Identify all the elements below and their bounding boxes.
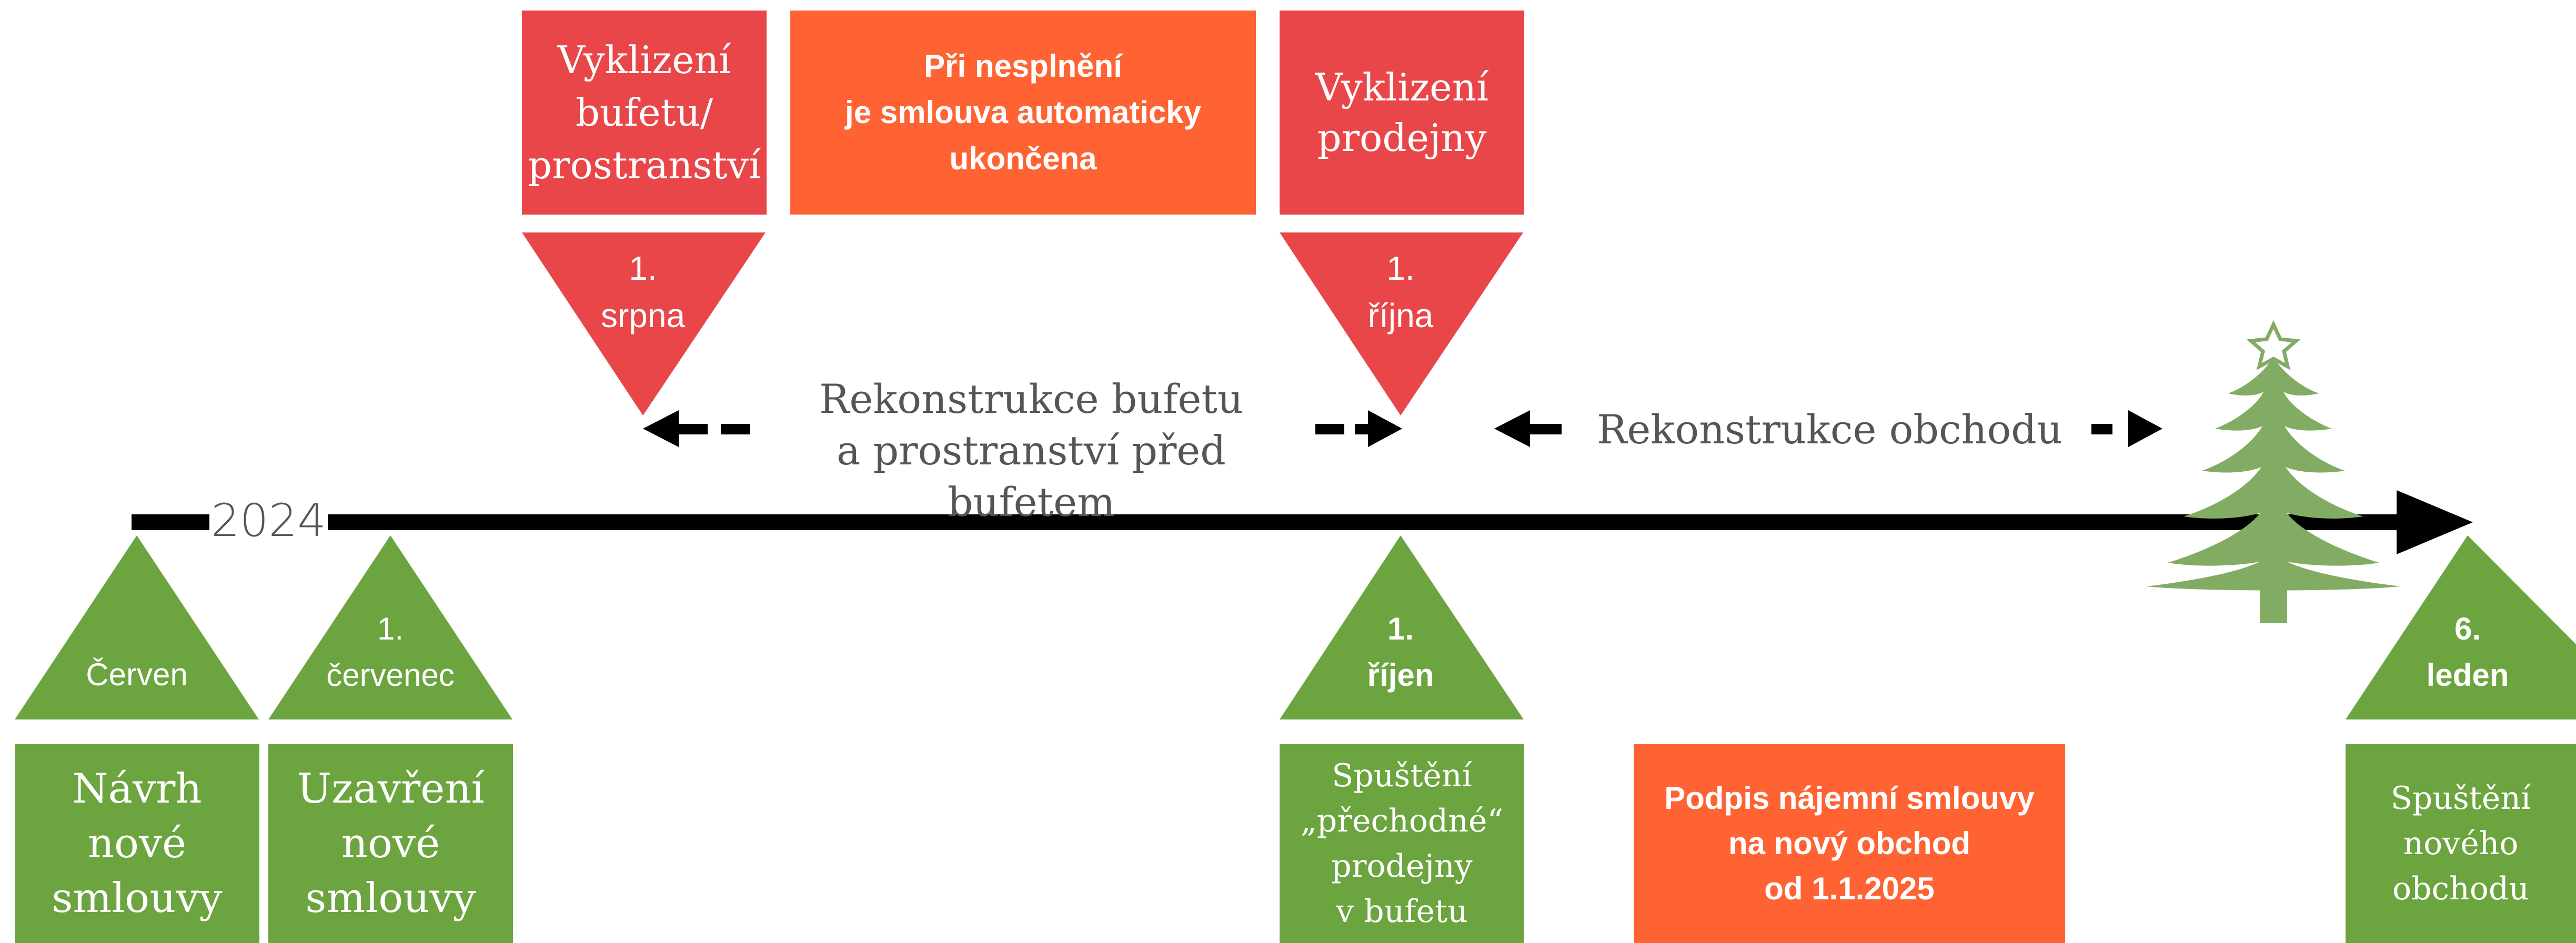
date-label-cervenec: 1. červenec [326,611,455,693]
date-marker-leden [2346,535,2576,719]
date-label-rijna: 1. října [1367,249,1434,334]
shop-period-dash-right [2091,424,2112,434]
date-label-srpna: 1. srpna [600,249,686,334]
bufet-period-dash-right-2 [1355,424,1371,434]
temporary-shop-box: Spuštění „přechodné“ prodejny v bufetu [1280,744,1524,943]
date-label-rijen: 1. říjen [1367,611,1434,693]
shop-period-dash-left [1530,424,1562,434]
date-marker-cerven [15,535,259,719]
contract-proposal-box: Návrh nové smlouvy [15,744,259,943]
year-label: 2024 [209,494,328,547]
bufet-period-arrow-left [643,410,679,447]
bufet-reconstruction-label: Rekonstrukce bufetu a prostranství před … [819,376,1243,525]
bufet-period-arrow-right [1368,410,1402,447]
shop-reconstruction-label: Rekonstrukce obchodu [1597,406,2062,453]
new-shop-launch-box: Spuštění nového obchodu [2346,744,2576,943]
bufet-clearing-box: Vyklizení bufetu/ prostranství [522,11,767,215]
date-marker-srpna [522,232,766,415]
contract-signing-box: Uzavření nové smlouvy [268,744,513,943]
bufet-period-dash-left [679,424,708,434]
date-label-cerven: Červen [86,657,188,692]
christmas-tree-icon [2147,358,2400,623]
date-marker-cervenec [268,535,512,719]
date-label-leden: 6. leden [2426,611,2509,693]
date-marker-rijna [1280,232,1523,415]
shop-period-arrow-right [2128,410,2162,447]
lease-signing-note: Podpis nájemní smlouvy na nový obchod od… [1634,744,2065,943]
timeline-line [132,514,2399,530]
contract-termination-note: Při nesplnění je smlouva automaticky uko… [790,11,1256,215]
date-marker-rijen [1280,535,1524,719]
bufet-period-dash-right [1315,424,1344,434]
star-outline-icon [2246,320,2301,370]
shop-clearing-box: Vyklizení prodejny [1280,11,1524,215]
shop-period-arrow-left [1494,410,1530,447]
timeline-arrowhead [2397,490,2473,554]
bufet-period-dash-left-2 [721,424,750,434]
